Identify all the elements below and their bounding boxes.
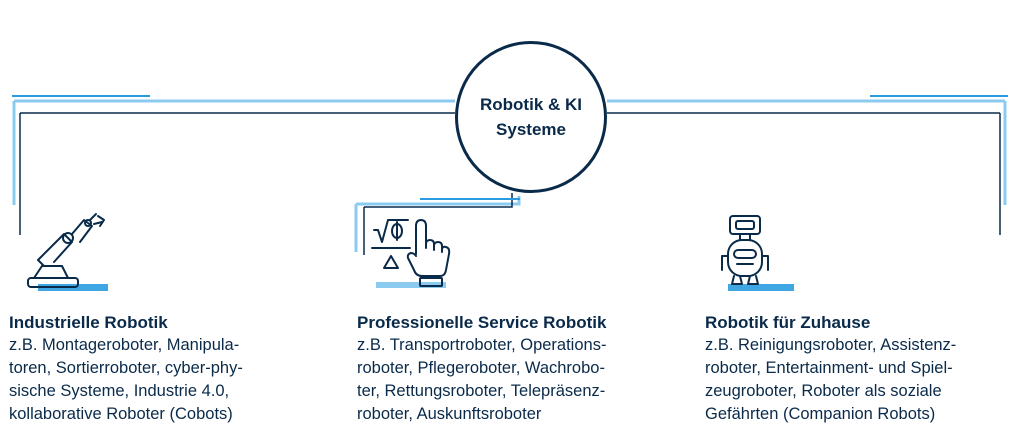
category-desc-line: ter, Rettungsroboter, Telepräsenz- [357,382,606,400]
category-title: Professionelle Service Robotik [357,313,607,332]
category-home: Robotik für Zuhause z.B. Reinigungsrobot… [705,312,1005,426]
category-desc-line: sische Systeme, Industrie 4.0, [9,382,230,400]
category-desc-line: z.B. Reinigungsroboter, Assistenz- [705,336,957,354]
home-robot-icon [721,215,794,291]
category-desc-line: toren, Sortierroboter, cyber-phy- [9,359,243,377]
touch-interface-icon [371,219,451,288]
category-title: Industrielle Robotik [9,313,168,332]
category-desc-line: zeugroboter, Roboter als soziale [705,382,942,400]
hub-circle: Robotik & KI Systeme [455,41,607,193]
category-desc-line: roboter, Pflegeroboter, Wachrobo- [357,359,605,377]
category-desc-line: roboter, Auskunftsroboter [357,405,542,423]
category-desc-line: roboter, Entertainment- und Spiel- [705,359,953,377]
connector-center [364,193,513,208]
category-desc-line: z.B. Montageroboter, Manipula- [9,336,240,354]
hub-title: Robotik & KI Systeme [480,95,582,139]
category-desc-line: Gefährten (Companion Robots) [705,405,936,423]
category-industrial: Industrielle Robotik z.B. Montageroboter… [9,312,309,426]
category-desc-line: z.B. Transportroboter, Operations- [357,336,607,354]
category-service: Professionelle Service Robotik z.B. Tran… [357,312,657,426]
category-desc-line: kollaborative Roboter (Cobots) [9,405,233,423]
robot-arm-icon [27,213,108,291]
category-title: Robotik für Zuhause [705,313,871,332]
